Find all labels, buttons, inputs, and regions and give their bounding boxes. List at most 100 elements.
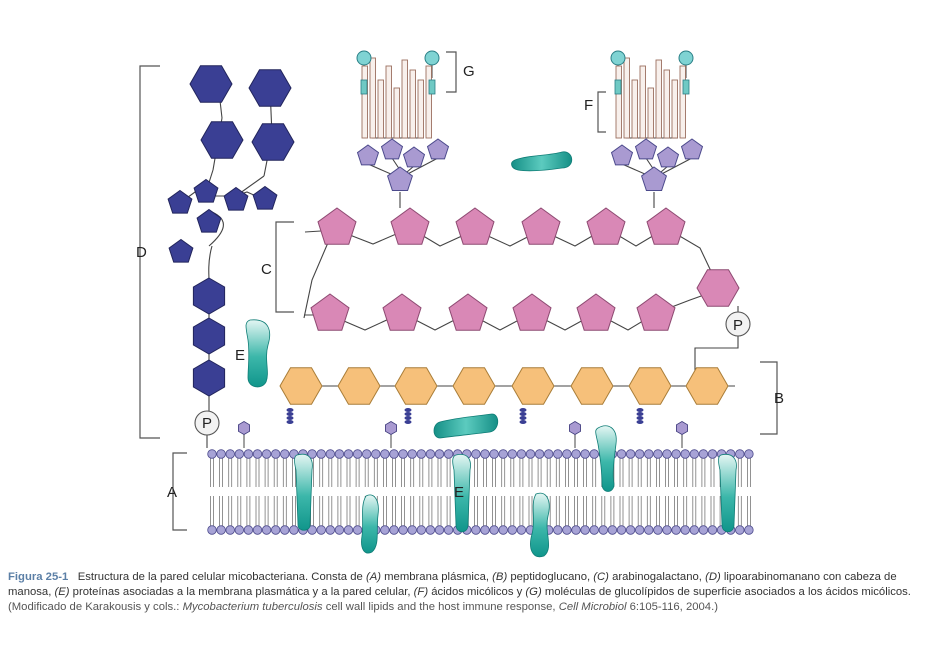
arabinogalactan-pentagon [646, 207, 686, 245]
mycolic-arabinose [610, 144, 634, 166]
arabinogalactan-pentagon [586, 207, 626, 245]
protein-floating-mid [433, 413, 499, 439]
mycolic-acid-chain [417, 79, 424, 139]
membrane-hexagon [237, 421, 251, 435]
peptide-link [286, 420, 294, 424]
peptidoglycan-hexagon [279, 367, 323, 405]
phosphate-p-lam: P [202, 415, 212, 432]
glycolipid-head [678, 50, 694, 66]
protein-floating-top [511, 151, 573, 172]
lipid-head [225, 525, 235, 535]
lipid-head [662, 525, 672, 535]
lipid-head [416, 449, 427, 459]
lipid-head [680, 525, 690, 535]
phosphate-lam [194, 410, 220, 436]
lipid-head [553, 525, 563, 535]
arabinose-pentagon [223, 186, 249, 211]
protein-transmembrane [294, 453, 313, 531]
lipid-head [225, 449, 235, 459]
arabinogalactan-hexagon [696, 269, 740, 307]
mycolic-acid-chain [409, 69, 416, 139]
mannan-hexagon [192, 359, 226, 397]
lipid-head [698, 525, 709, 535]
lipid-head [571, 525, 581, 535]
lipid-head [271, 449, 281, 459]
arabinogalactan-pentagon [317, 207, 357, 245]
lipid-head [644, 525, 654, 535]
glycolipid-anchor [360, 79, 368, 95]
lipid-head [580, 525, 590, 535]
mannan-hexagon [192, 317, 226, 355]
bracket-b [760, 361, 778, 435]
peptide-link [636, 416, 644, 420]
lipid-head [562, 449, 572, 459]
mannose-hexagon [200, 121, 244, 159]
arabinose-pentagon [168, 238, 194, 263]
peptide-link [286, 408, 294, 412]
lipid-head [553, 449, 563, 459]
label-e-lower: E [454, 484, 464, 501]
lipid-head [589, 449, 599, 459]
peptidoglycan-hexagon [452, 367, 496, 405]
glycolipid-head [356, 50, 372, 66]
diagram-labels: A B C D E E F G [136, 63, 784, 501]
bracket-c [275, 221, 294, 313]
mannose-hexagon [189, 65, 233, 103]
lipid-head [644, 449, 654, 459]
lipid-head [271, 525, 281, 535]
mycolic-acid-chain [655, 59, 662, 139]
membrane-hexagon [676, 421, 688, 435]
bracket-f [597, 91, 606, 133]
lipid-head [416, 525, 427, 535]
peptidoglycan-layer [279, 367, 729, 424]
protein-e-upper [245, 319, 271, 388]
lipid-head [525, 449, 536, 459]
lipid-head [571, 449, 581, 459]
peptide-link [636, 408, 644, 412]
lipid-head [443, 525, 454, 535]
lipid-head [662, 449, 672, 459]
lipid-head [325, 525, 336, 535]
mycolic-acid-chain [663, 69, 670, 139]
mycolic-arabinose [356, 144, 380, 166]
lipid-head [744, 525, 754, 535]
lipid-head [380, 525, 390, 535]
label-g: G [463, 63, 475, 80]
lipid-head [325, 449, 336, 459]
lipid-head [507, 449, 518, 459]
bracket-a [172, 452, 187, 531]
lipid-head [280, 525, 290, 535]
peptide-link [286, 416, 294, 420]
lipid-head [261, 449, 272, 459]
label-d: D [136, 244, 147, 261]
lipid-head [371, 449, 381, 459]
mycolic-acid-chain [647, 87, 654, 139]
arabinogalactan-pentagon [390, 207, 430, 245]
lipid-head [498, 449, 508, 459]
lipid-head [352, 449, 363, 459]
lipid-head [243, 449, 254, 459]
mycolic-arabinose [426, 138, 450, 160]
lipid-head [562, 525, 572, 535]
lipid-head [498, 525, 508, 535]
mannose-hexagon [251, 123, 295, 161]
lipid-head [307, 449, 317, 459]
mycolic-arabinose [641, 166, 667, 191]
arabinogalactan-pentagon [576, 293, 616, 331]
lipid-head [407, 449, 417, 459]
lipid-head [434, 449, 445, 459]
peptide-link [404, 420, 412, 424]
lipid-head [653, 449, 663, 459]
lipoarabinomannan [167, 65, 295, 397]
lipid-head [380, 449, 390, 459]
mycolic-acid-chain [679, 65, 686, 139]
lipid-head [744, 449, 754, 459]
lipid-head [735, 449, 745, 459]
lipid-head [389, 449, 399, 459]
lipid-head [698, 449, 709, 459]
lipid-head [707, 449, 718, 459]
lipid-head [307, 525, 317, 535]
lipid-head [316, 449, 326, 459]
peptide-link [286, 412, 294, 416]
lam-arms [179, 191, 266, 204]
